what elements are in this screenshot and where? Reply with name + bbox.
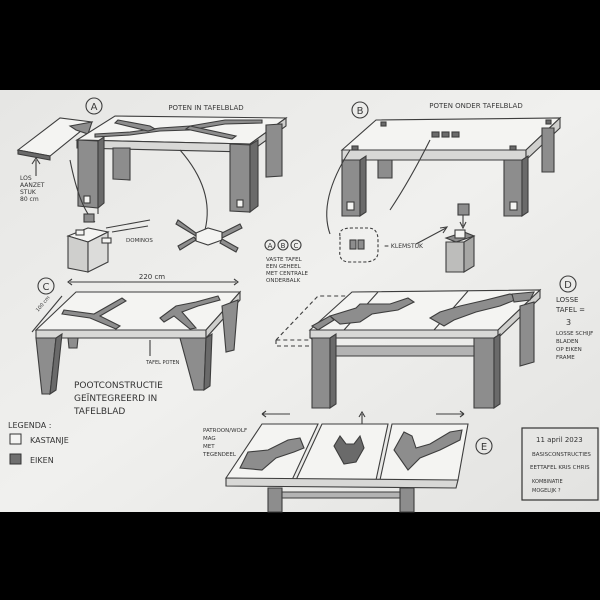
c-label: TAFEL POTEN [145,360,180,366]
letter-d: D [564,280,572,291]
b-klemstuk: = KLEMSTUK [384,243,424,250]
legend-title: LEGENDA : [8,421,51,430]
d-line-7: FRAME [556,355,575,361]
abc-letter-c: C [294,242,299,250]
drawing-c: C 220 cm 100 cm TAFEL POTEN POOTCONSTRUC… [31,273,242,417]
title-block: 11 april 2023 BASISCONSTRUCTIES EETTAFEL… [521,427,599,501]
legend-swatch-kastanje [9,433,22,445]
title-date: 11 april 2023 [536,436,583,444]
c-caption-1: POOTCONSTRUCTIE [74,381,163,391]
abc-letter-a: A [268,242,273,250]
e-note-4: TEGENDEEL [202,452,237,458]
a-dominos: DOMINOS [126,238,153,244]
drawing-a: A POTEN IN TAFELBLAD LOS AANZET STUK 80 … [16,97,288,273]
d-line-3: 3 [566,318,571,327]
title-line-3: EETTAFEL KRIS CHRIS [530,465,590,471]
letter-a-circle [85,97,103,115]
title-line-5: MOGELIJK ? [532,488,561,494]
a-note-line-3: STUK [20,189,37,196]
letter-b: B [357,106,364,117]
d-line-5: BLADEN [556,339,579,345]
legend-swatch-eiken [9,453,22,465]
abc-line-4: ONDERBALK [266,278,301,284]
drawing-d: D LOSSE TAFEL = 3 LOSSE SCHIJF BLADEN OP… [274,275,593,410]
legend-label-eiken: EIKEN [30,456,54,465]
letter-c-circle [37,277,55,295]
d-line-2: TAFEL = [555,306,585,314]
d-line-6: OP EIKEN [556,347,582,353]
drawing-e: E PATROON/WOLF MAG MET TEGENDEEL [202,410,493,513]
c-caption-3: TAFELBLAD [73,407,125,417]
a-note-line-1: LOS [20,175,32,182]
legend-label-kastanje: KASTANJE [30,436,69,445]
abc-letter-b: B [281,242,286,250]
e-note-2: MAG [203,436,216,442]
c-dimension: 220 cm [139,273,165,281]
title-line-2: BASISCONSTRUCTIES [532,452,591,458]
drawing-b: B POTEN ONDER TAFELBLAD = KLEMSTUK [326,101,562,273]
e-note-1: PATROON/WOLF [203,428,247,434]
a-note-line-4: 80 cm [20,196,39,203]
letter-d-circle [559,275,577,293]
abc-line-2: EEN GEHEEL [266,264,302,270]
d-line-1: LOSSE [556,296,578,304]
a-note-line-2: AANZET [20,182,45,189]
e-note-3: MET [203,444,215,450]
letter-b-circle [351,101,369,119]
title-a: POTEN IN TAFELBLAD [168,104,243,112]
abc-line-1: VASTE TAFEL [266,257,303,263]
letter-a: A [91,102,98,113]
title-b: POTEN ONDER TAFELBLAD [429,102,522,110]
letter-e: E [481,442,487,453]
title-line-4: KOMBINATIE [532,479,563,485]
legend: LEGENDA : KASTANJE EIKEN [8,421,69,465]
c-caption-2: GEÏNTEGREERD IN [74,393,157,404]
letter-e-circle [475,437,493,455]
abc-note: A B C VASTE TAFEL EEN GEHEEL MET CENTRAL… [264,239,309,284]
abc-line-3: MET CENTRALE [266,271,309,277]
d-line-4: LOSSE SCHIJF [556,331,593,337]
letter-c: C [43,282,50,293]
